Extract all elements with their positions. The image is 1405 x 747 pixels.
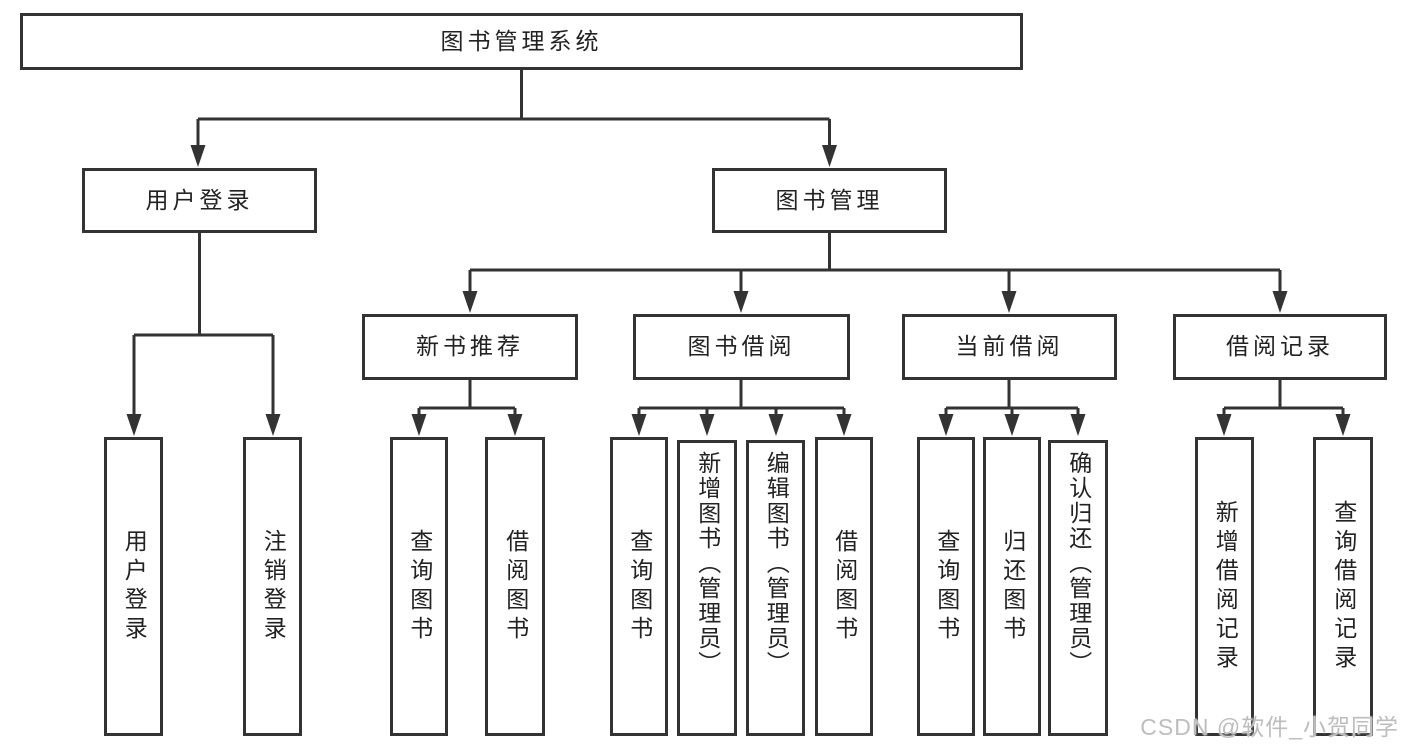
node-current-borrowing: 当前借阅	[902, 314, 1117, 380]
node-leaf-logout-login: 注销登录	[243, 437, 302, 736]
node-book-borrowing: 图书借阅	[633, 314, 850, 380]
node-leaf-user-login: 用户登录	[104, 437, 163, 736]
csdn-watermark: CSDN @软件_小贺同学	[1140, 714, 1399, 740]
node-leaf-bb-edit-books-admin: 编辑图书（管理员）	[746, 440, 805, 736]
node-root-system: 图书管理系统	[20, 13, 1023, 70]
node-leaf-cb-return-books: 归还图书	[983, 437, 1041, 736]
node-leaf-cb-query-books: 查询图书	[917, 437, 975, 736]
node-leaf-cb-confirm-return-admin: 确认归还（管理员）	[1048, 440, 1108, 736]
arrowheads	[126, 145, 1351, 436]
node-new-book-recommend: 新书推荐	[362, 314, 578, 380]
node-book-management: 图书管理	[712, 168, 947, 233]
node-leaf-br-query-record: 查询借阅记录	[1313, 437, 1373, 736]
node-borrowing-records: 借阅记录	[1173, 314, 1387, 380]
node-leaf-nb-borrow-books: 借阅图书	[485, 437, 545, 736]
node-user-login: 用户登录	[82, 168, 317, 233]
node-leaf-br-add-record: 新增借阅记录	[1195, 437, 1254, 736]
node-leaf-bb-borrow-books: 借阅图书	[815, 437, 873, 736]
node-leaf-bb-query-books: 查询图书	[610, 437, 668, 736]
node-leaf-nb-query-books: 查询图书	[390, 437, 448, 736]
node-leaf-bb-add-books-admin: 新增图书（管理员）	[677, 440, 737, 736]
